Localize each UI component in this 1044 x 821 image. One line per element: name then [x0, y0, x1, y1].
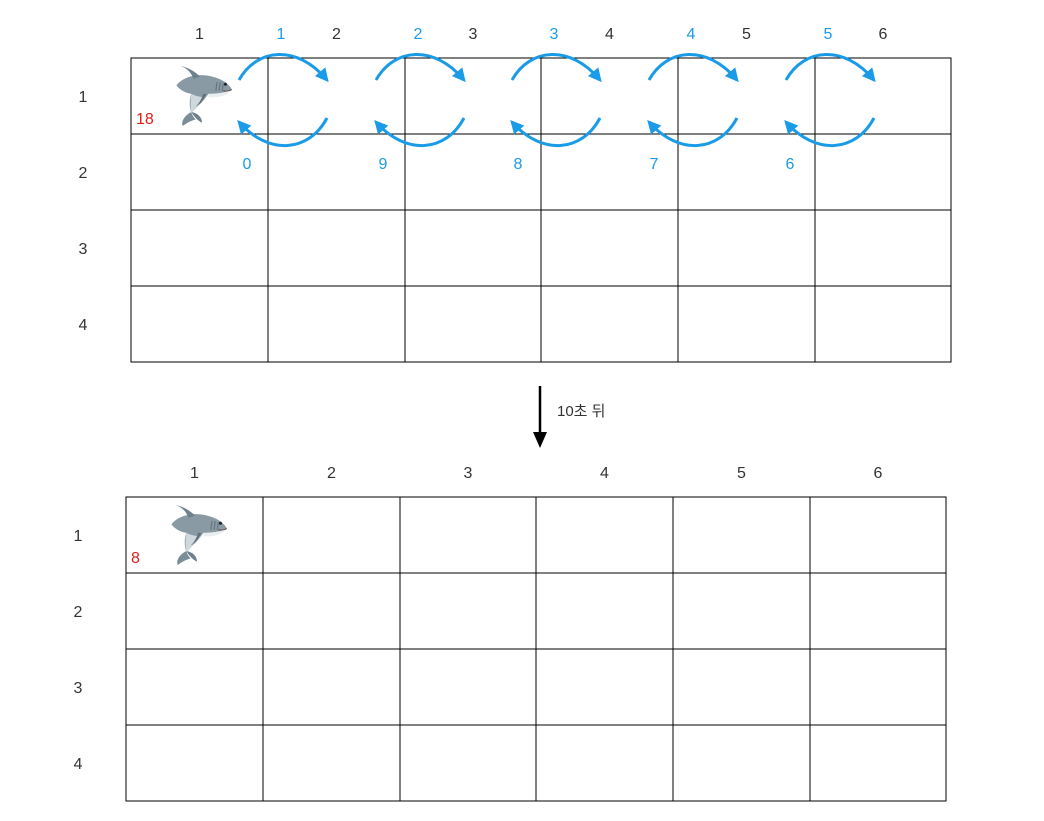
arrow-left [374, 117, 466, 147]
column-label: 4 [600, 465, 609, 482]
row-label: 4 [79, 317, 88, 334]
step-label-backward: 7 [650, 156, 659, 173]
row-label: 2 [79, 165, 88, 182]
grid-cell [404, 285, 542, 363]
grid-cell [535, 724, 674, 802]
column-label: 3 [464, 465, 473, 482]
row-label: 3 [74, 680, 83, 697]
step-label-backward: 6 [786, 156, 795, 173]
step-label-forward: 4 [687, 26, 696, 43]
grid-cell [262, 724, 401, 802]
top-grid [130, 57, 952, 363]
arrow-right [510, 53, 602, 83]
movement-arrows [237, 53, 876, 147]
grid-cell [267, 209, 406, 287]
bottom-grid [125, 496, 947, 802]
arrow-left [510, 117, 602, 147]
grid-cell [809, 496, 947, 574]
column-label: 1 [190, 465, 199, 482]
bottom-shark: 8 [131, 504, 228, 567]
grid-cell [125, 572, 264, 650]
shark-icon [175, 65, 233, 127]
top-shark: 18 [136, 65, 233, 128]
step-label-forward: 3 [550, 26, 559, 43]
step-label-forward: 1 [277, 26, 286, 43]
step-label-forward: 5 [824, 26, 833, 43]
grid-cell [267, 285, 406, 363]
grid-cell [125, 648, 264, 726]
step-label-backward: 0 [243, 156, 252, 173]
arrow-left [784, 117, 876, 147]
step-label-backward: 9 [379, 156, 388, 173]
grid-cell [262, 496, 401, 574]
grid-cell [672, 648, 811, 726]
top-row-labels: 1 2 3 4 [79, 89, 88, 334]
grid-cell [540, 285, 679, 363]
row-label: 4 [74, 756, 83, 773]
grid-cell [809, 648, 947, 726]
arrow-left [647, 117, 739, 147]
grid-cell [130, 209, 269, 287]
grid-cell [809, 572, 947, 650]
column-label: 4 [605, 26, 614, 43]
grid-cell [677, 209, 816, 287]
row-label: 1 [79, 89, 88, 106]
transition-label: 10초 뒤 [557, 403, 605, 420]
step-label-forward: 2 [414, 26, 423, 43]
grid-cell [399, 496, 537, 574]
grid-cell [535, 496, 674, 574]
column-label: 2 [327, 465, 336, 482]
grid-cell [535, 648, 674, 726]
grid-cell [404, 209, 542, 287]
arrow-right [237, 53, 329, 83]
top-column-labels: 1 2 3 4 5 6 [195, 26, 888, 43]
down-arrow-head [533, 432, 547, 448]
grid-cell [262, 648, 401, 726]
column-label: 5 [737, 465, 746, 482]
row-label: 2 [74, 604, 83, 621]
column-label: 3 [469, 26, 478, 43]
grid-cell [535, 572, 674, 650]
row-label: 1 [74, 528, 83, 545]
grid-cell [672, 724, 811, 802]
arrow-right [374, 53, 466, 83]
step-label-backward: 8 [514, 156, 523, 173]
grid-cell [125, 724, 264, 802]
shark-icon [170, 504, 228, 566]
shark-speed: 8 [131, 550, 140, 567]
grid-cell [399, 724, 537, 802]
bottom-row-labels: 1 2 3 4 [74, 528, 83, 773]
grid-cell [130, 285, 269, 363]
row-label: 3 [79, 241, 88, 258]
grid-cell [814, 209, 952, 287]
column-label: 2 [332, 26, 341, 43]
grid-cell [809, 724, 947, 802]
arrow-right [647, 53, 739, 83]
column-label: 5 [742, 26, 751, 43]
grid-cell [540, 209, 679, 287]
grid-cell [672, 572, 811, 650]
column-label: 6 [874, 465, 883, 482]
grid-cell [677, 285, 816, 363]
grid-cell [399, 648, 537, 726]
column-label: 6 [879, 26, 888, 43]
grid-cell [814, 285, 952, 363]
grid-cell [814, 57, 952, 135]
grid-cell [672, 496, 811, 574]
grid-cell [399, 572, 537, 650]
column-label: 1 [195, 26, 204, 43]
step-labels: 1 2 3 4 5 0 9 8 7 6 [243, 26, 833, 173]
shark-speed: 18 [136, 111, 154, 128]
grid-cell [262, 572, 401, 650]
transition: 10초 뒤 [533, 386, 605, 448]
bottom-column-labels: 1 2 3 4 5 6 [190, 465, 883, 482]
arrow-left [237, 117, 329, 147]
arrow-right [784, 53, 876, 83]
